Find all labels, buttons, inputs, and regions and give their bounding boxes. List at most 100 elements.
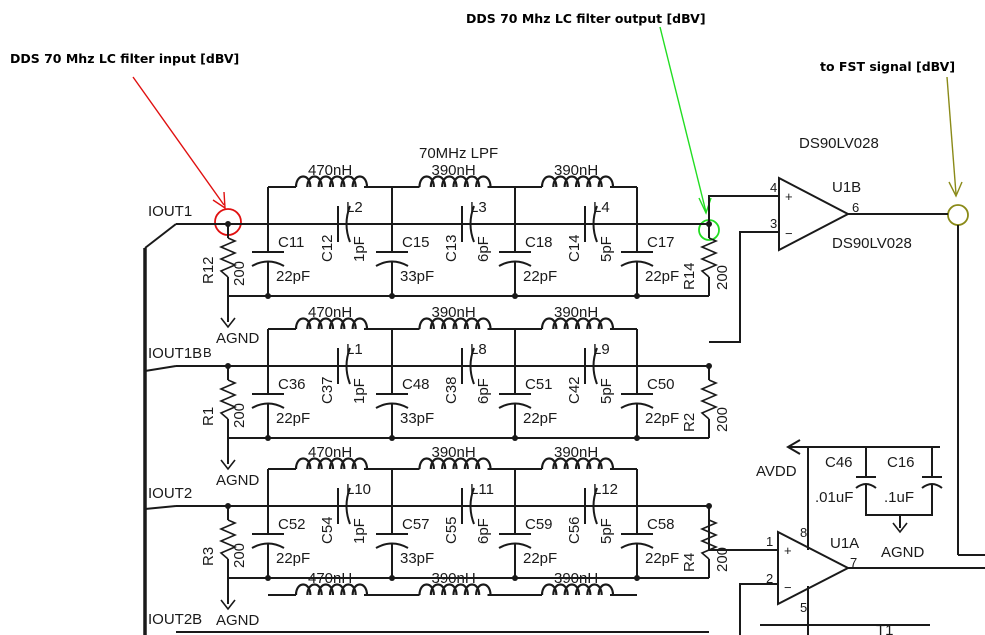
resistor-right-value: 200 [714,547,731,572]
inductor-ref: L8 [470,341,487,358]
series-cap-ref: C37 [319,376,336,404]
resistor-left [218,519,238,560]
inductor [540,457,615,470]
u1b-minus-wire [709,231,779,343]
bus-branch-1 [144,223,177,249]
inductor-value: 470nH [308,162,352,179]
inductor-value: 390nH [554,570,598,587]
u1b-part-top: DS90LV028 [799,135,879,152]
inductor-ref: L4 [593,199,610,216]
u1a-pin-v: 8 [800,525,807,540]
bus-branch-2 [144,365,177,372]
shunt-cap-value: 33pF [400,410,434,427]
series-cap-plate-curved [592,205,598,243]
inductor-ref: L10 [346,481,371,498]
u1b-plus-sign: + [785,189,793,204]
inductor-value: 390nH [432,304,476,321]
shunt-cap-value: 22pF [523,550,557,567]
shunt-cap-ref: C48 [402,376,430,393]
resistor-right [699,237,719,278]
series-cap-value: 1pF [351,378,368,404]
series-cap-ref: C38 [443,376,460,404]
shunt-cap-value: 22pF [523,268,557,285]
shunt-cap-ref: C59 [525,516,553,533]
inductor-ref: L1 [346,341,363,358]
agnd-symbol [220,317,236,329]
c46-val: .01uF [815,489,853,506]
inductor [540,583,615,596]
resistor-left-value: 200 [231,543,248,568]
resistor-left-ref: R12 [200,256,217,284]
u1b-plus-wire [708,195,779,230]
u1a-minus-wire [739,583,778,635]
u1a-pin-out: 7 [850,555,857,570]
shunt-cap-value: 22pF [276,268,310,285]
series-cap-plate-curved [592,347,598,385]
u1b-ref: U1B [832,179,861,196]
shunt-cap-ref: C11 [278,234,304,251]
input-arrowhead [212,191,226,210]
shunt-cap-ref: C17 [647,234,675,251]
inductor [294,175,369,188]
series-cap-plate-curved [592,487,598,525]
series-cap-value: 6pF [475,236,492,262]
shunt-cap-ref: C57 [402,516,430,533]
input-arrow [132,76,225,206]
series-cap-value: 1pF [351,236,368,262]
agnd-symbol [220,599,236,611]
shunt-cap-value: 22pF [276,550,310,567]
resistor-right-value: 200 [714,407,731,432]
resistor-right-value: 200 [714,265,731,290]
series-cap-plate-curved [345,347,351,385]
inductor [418,457,492,470]
resistor-left-value: 200 [231,261,248,286]
resistor-right-ref: R14 [681,262,698,290]
bus-branch-3 [144,505,177,510]
u1b-pin-plus: 4 [770,180,777,195]
inductor-value: 470nH [308,570,352,587]
shunt-cap-ref: C58 [647,516,675,533]
shunt-cap-ref: C18 [525,234,553,251]
annotation-fst: to FST signal [dBV] [820,59,955,74]
inductor-value: 390nH [554,444,598,461]
c16-val: .1uF [884,489,914,506]
series-cap-value: 6pF [475,518,492,544]
inductor-value: 390nH [432,444,476,461]
series-cap-ref: C55 [443,516,460,544]
fst-arrow [946,76,957,195]
resistor-left-value: 200 [231,403,248,428]
output-arrow [659,26,707,213]
u1a-pin-plus: 1 [766,534,773,549]
inductor-value: 390nH [432,570,476,587]
u1a-comparator [777,530,851,606]
shunt-cap-value: 33pF [400,268,434,285]
c46-ref: C46 [825,454,853,471]
series-cap-ref: C13 [443,234,460,262]
series-cap-ref: C14 [566,234,583,262]
shunt-cap-value: 22pF [523,410,557,427]
u1b-comparator [778,176,851,252]
agnd-symbol [220,459,236,471]
series-cap-ref: C12 [319,234,336,262]
inductor-value: 390nH [554,162,598,179]
inductor [294,457,369,470]
series-cap-ref: C42 [566,376,583,404]
series-cap-value: 5pF [598,518,615,544]
series-cap-plate-curved [345,487,351,525]
u1b-minus-sign: − [785,226,793,241]
resistor-right [699,519,719,560]
shunt-cap-ref: C15 [402,234,430,251]
decoupling-gnd-label: AGND [881,544,925,561]
shunt-cap-ref: C52 [278,516,306,533]
series-cap-value: 6pF [475,378,492,404]
shunt-cap-value: 22pF [645,268,679,285]
resistor-right-ref: R2 [681,413,698,432]
pin-b-label: B [203,345,212,360]
series-cap-value: 1pF [351,518,368,544]
annotation-input: DDS 70 Mhz LC filter input [dBV] [10,51,239,66]
